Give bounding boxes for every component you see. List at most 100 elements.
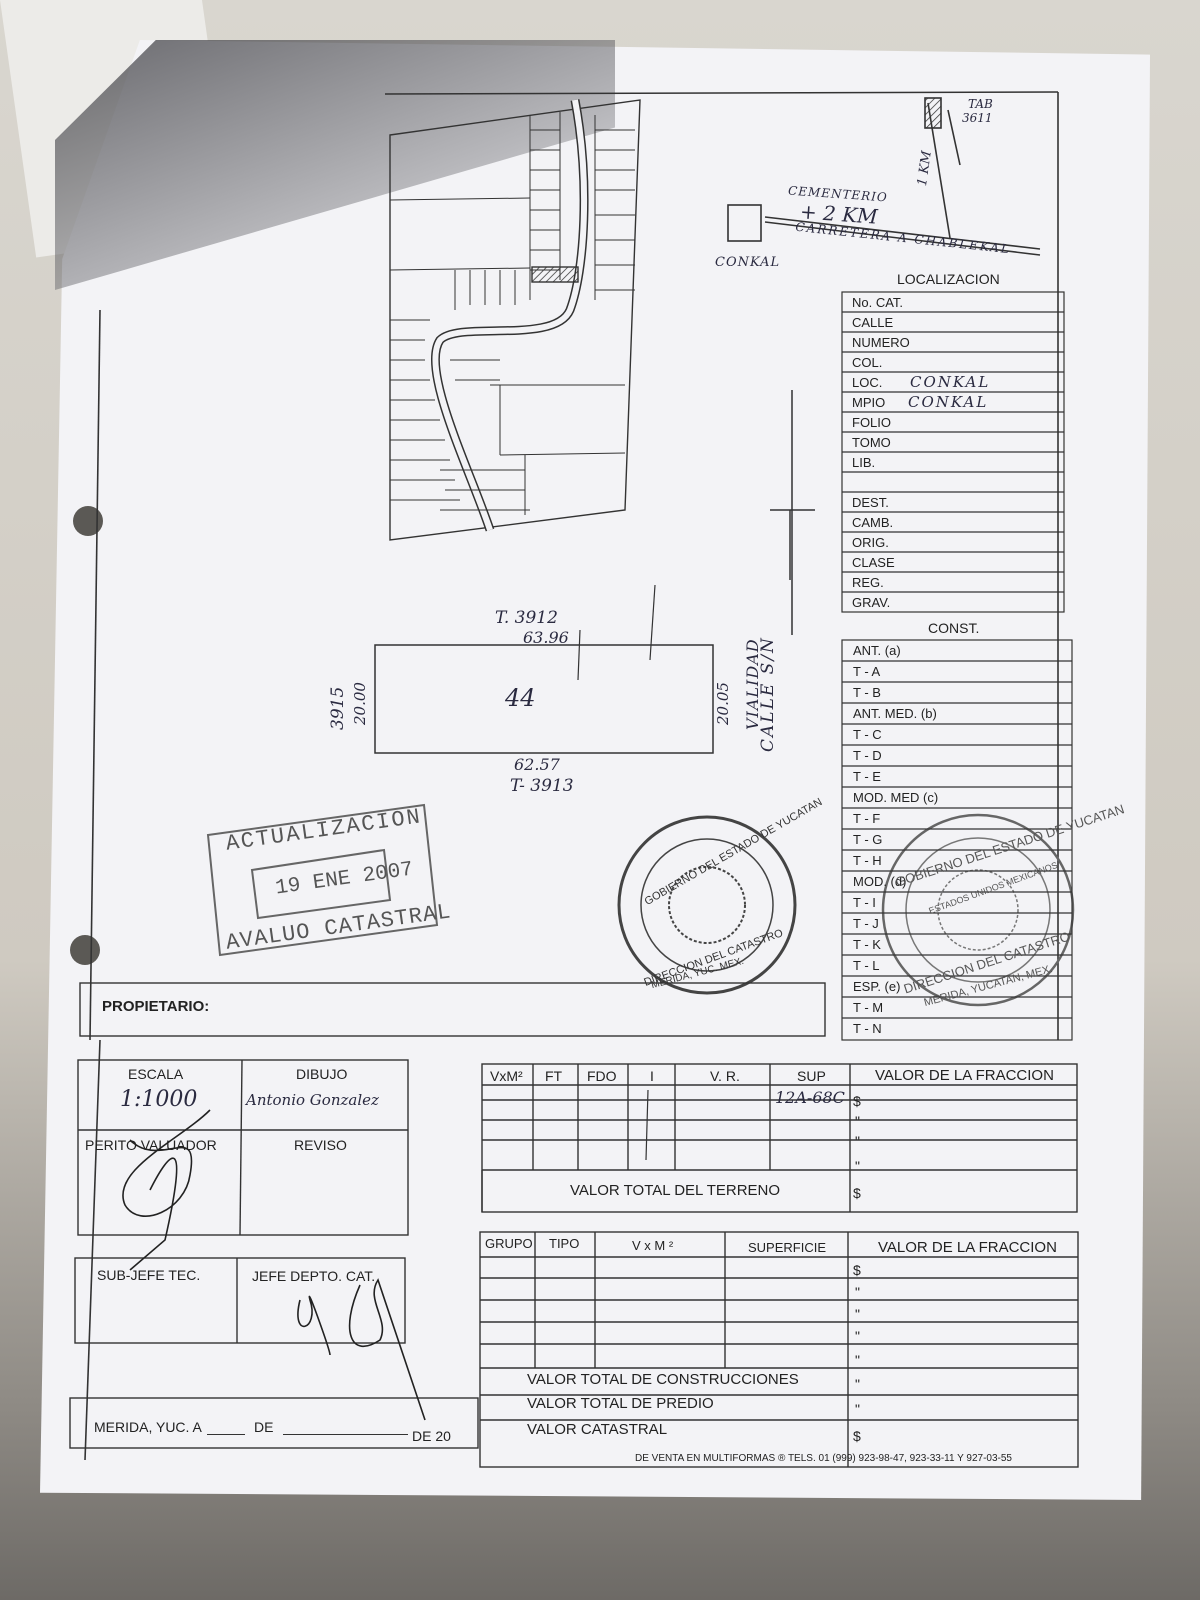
const-row: T - F bbox=[853, 811, 881, 826]
const-row: T - J bbox=[853, 916, 879, 931]
terreno-total-mark: $ bbox=[853, 1185, 861, 1201]
bottom-length: 62.57 bbox=[514, 755, 560, 774]
loc-label-clase: CLASE bbox=[852, 555, 895, 570]
calle-label: CALLE S/N bbox=[758, 636, 778, 752]
total-construcciones-mark: " bbox=[855, 1376, 860, 1392]
terreno-header: V. R. bbox=[710, 1068, 740, 1084]
const-row: T - K bbox=[853, 937, 881, 952]
printer-credit: DE VENTA EN MULTIFORMAS ® TELS. 01 (999)… bbox=[635, 1453, 1012, 1464]
const-header: V x M ² bbox=[632, 1238, 674, 1253]
loc-label-nocat: No. CAT. bbox=[852, 295, 904, 310]
propietario-box bbox=[79, 982, 826, 1037]
dibujo-value: Antonio Gonzalez bbox=[246, 1091, 379, 1109]
tag-label: TAB bbox=[968, 97, 993, 111]
const-row: T - C bbox=[853, 727, 882, 742]
const-row: T - G bbox=[853, 832, 883, 847]
terreno-grid bbox=[481, 1063, 1078, 1213]
merida-prefix: MERIDA, YUC. A bbox=[94, 1419, 202, 1435]
sign-grid bbox=[69, 1059, 479, 1449]
total-predio-label: VALOR TOTAL DE PREDIO bbox=[527, 1395, 714, 1412]
top-length: 63.96 bbox=[523, 628, 569, 647]
loc-label-mpio: MPIO bbox=[852, 395, 886, 410]
const-row: ANT. MED. (b) bbox=[853, 706, 937, 721]
localizacion-title: LOCALIZACION bbox=[897, 271, 1000, 287]
const-row: T - B bbox=[853, 685, 881, 700]
jefe-label: JEFE DEPTO. CAT. bbox=[252, 1268, 376, 1284]
plot-drawing bbox=[374, 390, 815, 754]
loc-label-loc: LOC. bbox=[852, 375, 883, 390]
propietario-label: PROPIETARIO: bbox=[102, 998, 210, 1015]
terreno-fraccion-mark: " bbox=[855, 1113, 860, 1129]
de20-label: DE 20 bbox=[412, 1428, 451, 1444]
const-row: T - M bbox=[853, 1000, 884, 1015]
construcciones-grid bbox=[479, 1231, 1079, 1468]
sup-value: 12A-68C bbox=[775, 1088, 845, 1107]
const-header: VALOR DE LA FRACCION bbox=[878, 1239, 1057, 1256]
const-fraccion-mark: " bbox=[855, 1328, 860, 1344]
loc-label-folio: FOLIO bbox=[852, 415, 892, 430]
left-length: 20.00 bbox=[351, 682, 369, 725]
localization-grid bbox=[841, 291, 1065, 613]
loc-label-numero: NUMERO bbox=[852, 335, 910, 350]
loc-label-grav: GRAV. bbox=[852, 595, 891, 610]
location-sketch bbox=[389, 99, 641, 541]
const-fraccion-mark: $ bbox=[853, 1262, 861, 1278]
const-header: TIPO bbox=[549, 1236, 580, 1251]
const-row: MOD. (d) bbox=[853, 874, 907, 889]
loc-label-camb: CAMB. bbox=[852, 515, 894, 530]
loc-label-reg: REG. bbox=[852, 575, 884, 590]
const-row: T - I bbox=[853, 895, 876, 910]
const-row: T - N bbox=[853, 1021, 882, 1036]
tag-number: 3611 bbox=[962, 111, 993, 125]
date-month-line bbox=[283, 1434, 408, 1435]
localization-sketch bbox=[727, 97, 1041, 256]
const-row: ESP. (e) bbox=[853, 979, 901, 994]
valor-catastral-mark: $ bbox=[853, 1428, 861, 1444]
loc-label-col: COL. bbox=[852, 355, 883, 370]
bottom-neighbor: T- 3913 bbox=[510, 776, 574, 796]
loc-label-orig: ORIG. bbox=[852, 535, 889, 550]
terreno-header: SUP bbox=[797, 1068, 826, 1084]
total-predio-mark: " bbox=[855, 1401, 860, 1417]
loc-value-loc: CONKAL bbox=[910, 373, 991, 391]
subjefe-label: SUB-JEFE TEC. bbox=[97, 1267, 201, 1283]
const-row: T - L bbox=[853, 958, 880, 973]
loc-label-dest: DEST. bbox=[852, 495, 889, 510]
date-day-line bbox=[207, 1434, 245, 1435]
dibujo-label: DIBUJO bbox=[296, 1066, 348, 1082]
left-neighbor: 3915 bbox=[328, 686, 348, 730]
const-title: CONST. bbox=[928, 620, 980, 636]
loc-label-tomo: TOMO bbox=[852, 435, 891, 450]
escala-value: 1:1000 bbox=[120, 1087, 198, 1112]
top-neighbor: T. 3912 bbox=[495, 608, 558, 628]
const-fraccion-mark: " bbox=[855, 1352, 860, 1368]
terreno-total-label: VALOR TOTAL DEL TERRENO bbox=[570, 1182, 781, 1199]
total-construcciones-label: VALOR TOTAL DE CONSTRUCCIONES bbox=[527, 1371, 799, 1388]
const-row: T - A bbox=[853, 664, 881, 679]
terreno-fraccion-mark: " bbox=[855, 1158, 860, 1174]
const-row: T - E bbox=[853, 769, 881, 784]
terreno-header: FT bbox=[545, 1068, 563, 1084]
reviso-label: REVISO bbox=[294, 1137, 347, 1153]
valor-catastral-label: VALOR CATASTRAL bbox=[527, 1421, 668, 1438]
const-fraccion-mark: " bbox=[855, 1306, 860, 1322]
const-header: SUPERFICIE bbox=[748, 1240, 827, 1255]
const-row: ANT. (a) bbox=[853, 643, 901, 658]
terreno-fraccion-mark: $ bbox=[853, 1093, 861, 1109]
terreno-header: VxM² bbox=[490, 1068, 523, 1084]
const-row: T - D bbox=[853, 748, 882, 763]
loc-value-mpio: CONKAL bbox=[908, 393, 989, 411]
terreno-header: VALOR DE LA FRACCION bbox=[875, 1067, 1054, 1084]
perito-label: PERITO VALUADOR bbox=[85, 1137, 217, 1153]
loc-label-calle: CALLE bbox=[852, 315, 894, 330]
de-label: DE bbox=[254, 1419, 274, 1435]
signature-scribbles bbox=[122, 1109, 426, 1421]
const-fraccion-mark: " bbox=[855, 1284, 860, 1300]
escala-label: ESCALA bbox=[128, 1066, 184, 1082]
const-header: GRUPO bbox=[485, 1236, 533, 1251]
town-label: CONKAL bbox=[715, 255, 781, 270]
const-row: T - H bbox=[853, 853, 882, 868]
punch-hole bbox=[70, 935, 100, 965]
terreno-fraccion-mark: " bbox=[855, 1133, 860, 1149]
